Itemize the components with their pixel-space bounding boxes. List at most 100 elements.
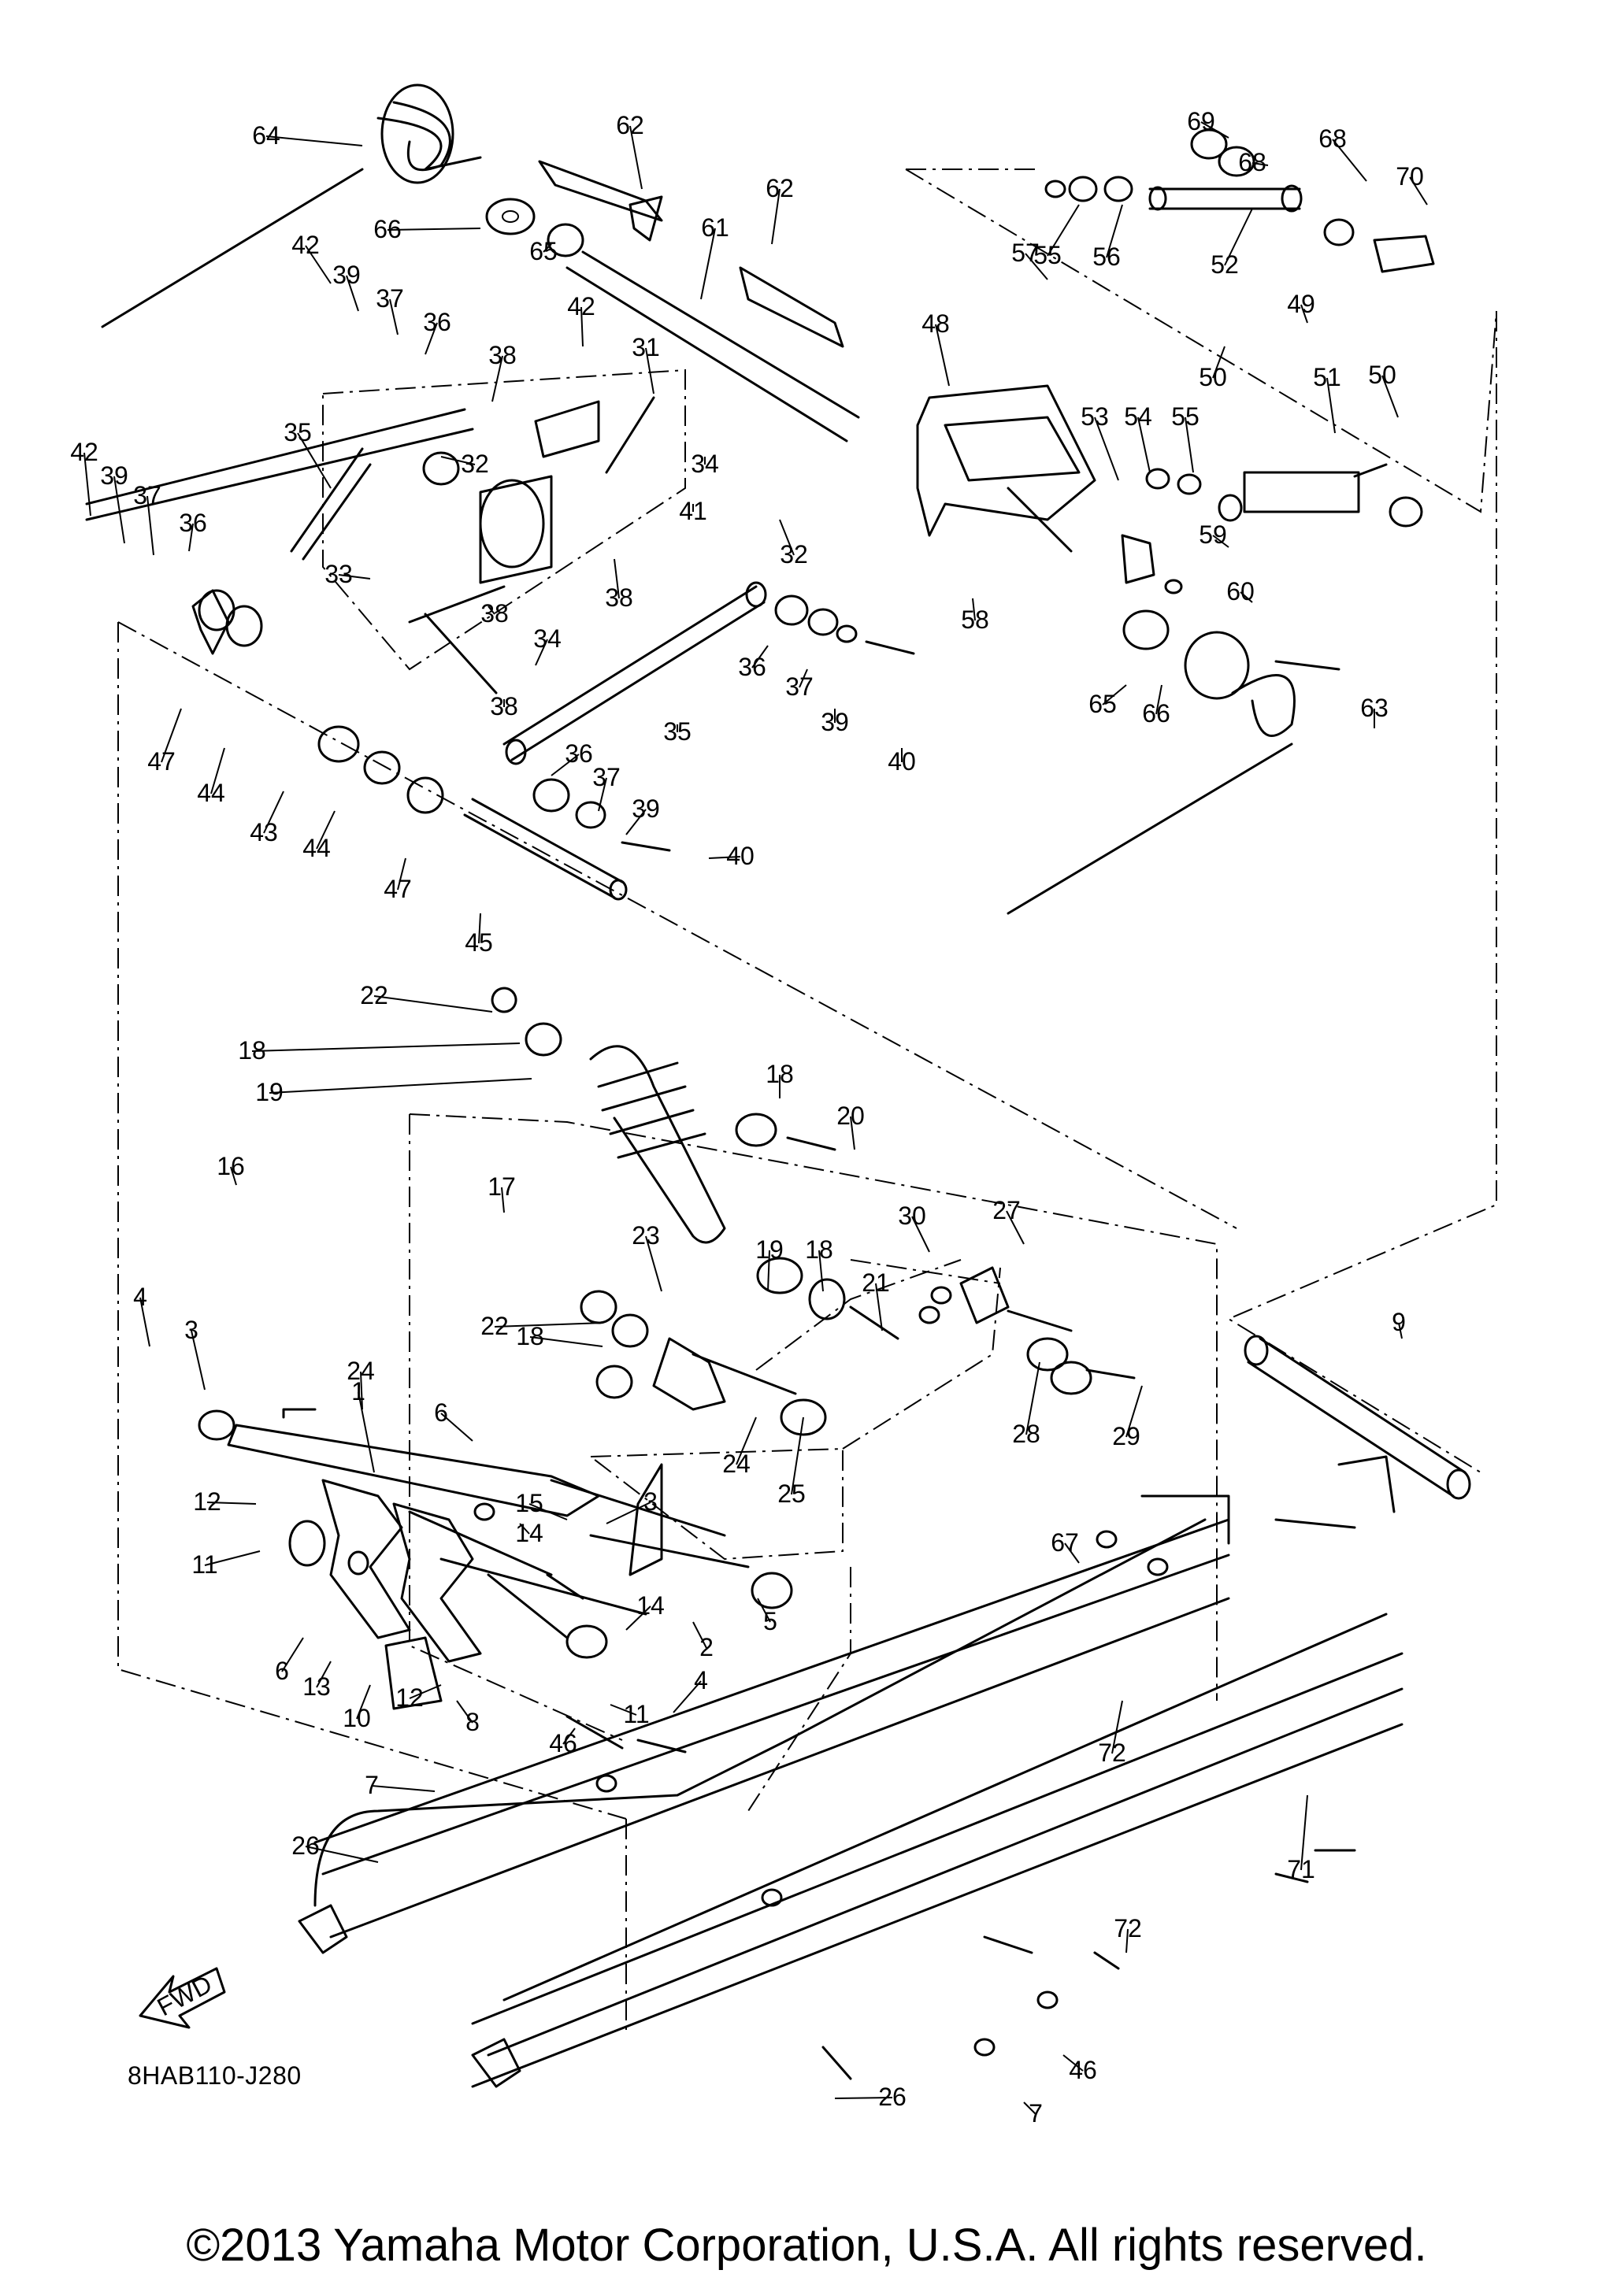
callout-label-63: 63 xyxy=(1360,694,1389,722)
callout-label-57: 57 xyxy=(1011,239,1040,267)
callout-label-18: 18 xyxy=(766,1060,794,1088)
middle-assembly-parts xyxy=(491,987,1471,1500)
callout-leader-7 xyxy=(371,1785,436,1792)
callout-leader-54 xyxy=(1137,417,1151,473)
callout-label-55: 55 xyxy=(1033,241,1062,269)
callout-leader-16 xyxy=(230,1166,237,1186)
callout-label-38: 38 xyxy=(488,341,517,369)
callout-leader-52 xyxy=(1224,208,1253,266)
callout-leader-4 xyxy=(673,1680,702,1713)
callout-leader-53 xyxy=(1094,417,1119,481)
callout-leader-50 xyxy=(1212,346,1226,379)
callout-leader-22 xyxy=(373,995,493,1013)
fwd-arrow: FWD xyxy=(139,1967,226,2029)
callout-leader-42 xyxy=(305,245,332,284)
callout-leader-24 xyxy=(360,1371,363,1410)
callout-label-36: 36 xyxy=(565,739,593,768)
callout-leader-72 xyxy=(1111,1700,1123,1754)
callout-leader-47 xyxy=(161,708,182,763)
callout-label-58: 58 xyxy=(961,605,989,634)
callout-leader-58 xyxy=(972,598,976,621)
callout-label-69: 69 xyxy=(1187,107,1215,135)
callout-label-21: 21 xyxy=(862,1268,890,1297)
callout-label-66: 66 xyxy=(373,215,402,243)
callout-leader-6 xyxy=(281,1637,304,1672)
callout-label-64: 64 xyxy=(252,121,280,150)
callout-leader-57 xyxy=(1025,253,1048,280)
callout-leader-55 xyxy=(1185,417,1194,473)
callout-leader-22 xyxy=(494,1322,603,1328)
callout-leader-11 xyxy=(204,1550,261,1566)
callout-leader-49 xyxy=(1300,304,1308,324)
callout-label-55: 55 xyxy=(1171,402,1200,431)
callout-leader-7 xyxy=(1023,2102,1036,2115)
callout-label-42: 42 xyxy=(291,231,320,259)
callout-label-39: 39 xyxy=(332,261,361,289)
callout-label-72: 72 xyxy=(1114,1914,1142,1942)
callout-label-12: 12 xyxy=(395,1683,424,1712)
callout-leader-47 xyxy=(397,857,406,891)
callout-label-26: 26 xyxy=(878,2083,907,2111)
callout-label-65: 65 xyxy=(1088,690,1117,718)
callout-label-28: 28 xyxy=(1012,1420,1040,1448)
callout-label-68: 68 xyxy=(1318,124,1347,153)
callout-leader-59 xyxy=(1212,535,1229,548)
callout-label-39: 39 xyxy=(100,461,128,490)
callout-label-25: 25 xyxy=(777,1479,806,1508)
callout-leader-32 xyxy=(440,456,476,465)
callout-label-50: 50 xyxy=(1199,363,1227,391)
callout-label-19: 19 xyxy=(755,1235,784,1264)
callout-leader-37 xyxy=(598,777,607,812)
section-frame-lines xyxy=(117,168,1497,2031)
callout-label-18: 18 xyxy=(516,1322,544,1350)
callout-leader-36 xyxy=(551,754,580,776)
callout-leader-38 xyxy=(614,558,620,599)
callout-leader-45 xyxy=(478,913,481,944)
callout-leader-3 xyxy=(191,1330,206,1391)
callout-leader-50 xyxy=(1381,375,1399,418)
callout-label-4: 4 xyxy=(133,1283,147,1311)
callout-label-47: 47 xyxy=(147,747,176,776)
callout-label-44: 44 xyxy=(302,834,331,862)
callout-label-14: 14 xyxy=(636,1591,665,1620)
callout-label-37: 37 xyxy=(133,481,161,509)
callout-leader-6 xyxy=(440,1413,473,1442)
callout-leader-20 xyxy=(850,1116,855,1150)
lower-assembly-parts xyxy=(198,1408,1403,2088)
callout-leader-13 xyxy=(316,1661,332,1688)
callout-leader-39 xyxy=(625,809,647,835)
callout-leader-2 xyxy=(692,1621,707,1649)
callout-leader-12 xyxy=(409,1684,442,1699)
callout-leader-36 xyxy=(751,645,769,668)
callout-label-20: 20 xyxy=(836,1102,865,1130)
callout-label-7: 7 xyxy=(1029,2099,1043,2128)
callout-leader-28 xyxy=(1025,1361,1040,1435)
callout-label-68: 68 xyxy=(1238,148,1266,176)
callout-leader-4 xyxy=(139,1297,150,1347)
callout-label-49: 49 xyxy=(1287,290,1315,318)
callout-label-65: 65 xyxy=(529,237,558,265)
callout-leader-15 xyxy=(528,1503,568,1520)
callout-label-40: 40 xyxy=(726,842,755,870)
callout-label-46: 46 xyxy=(1069,2056,1097,2084)
callout-label-2: 2 xyxy=(699,1633,714,1661)
callout-label-17: 17 xyxy=(488,1172,516,1201)
callout-label-4: 4 xyxy=(694,1666,708,1694)
callout-label-60: 60 xyxy=(1226,577,1255,605)
callout-leader-33 xyxy=(338,574,371,580)
callout-leader-37 xyxy=(799,668,808,688)
callout-leader-38 xyxy=(488,605,495,615)
callout-label-61: 61 xyxy=(701,213,729,242)
callout-label-37: 37 xyxy=(785,672,814,701)
callout-label-51: 51 xyxy=(1313,363,1341,391)
callout-label-18: 18 xyxy=(238,1036,266,1065)
callout-leader-65 xyxy=(1102,684,1127,705)
callout-leader-36 xyxy=(188,523,194,552)
callout-leader-62 xyxy=(771,188,781,245)
callout-label-37: 37 xyxy=(376,284,404,313)
callout-label-36: 36 xyxy=(738,653,766,681)
callout-leader-11 xyxy=(610,1704,637,1716)
callout-leader-44 xyxy=(316,810,336,850)
